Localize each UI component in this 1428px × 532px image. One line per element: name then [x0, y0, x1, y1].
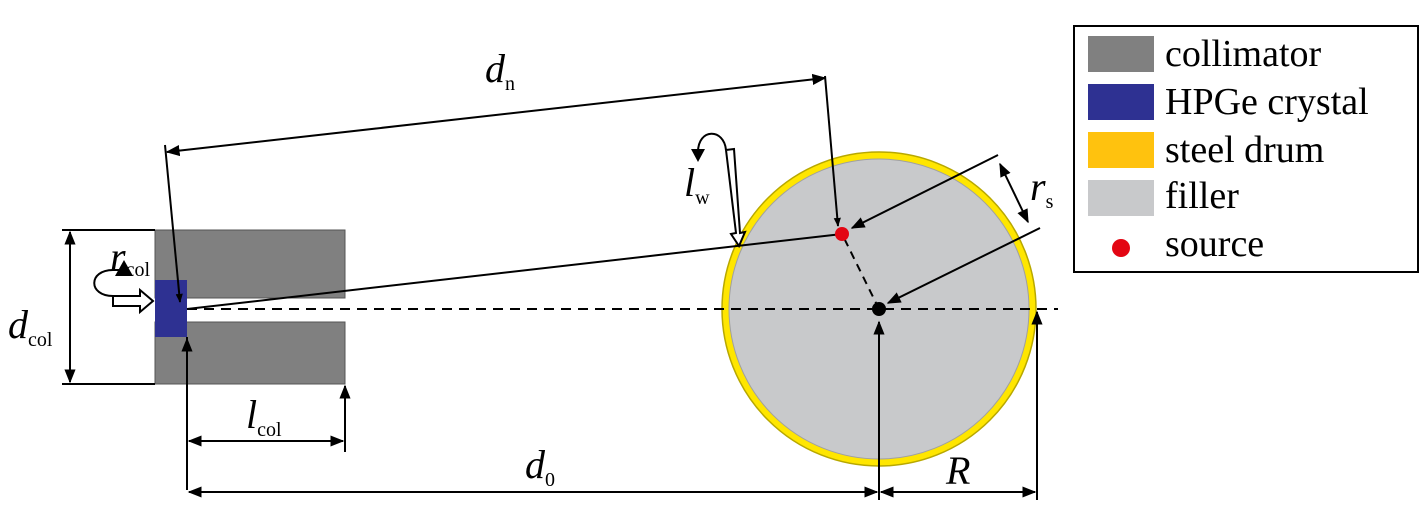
legend-label-collimator: collimator: [1165, 33, 1322, 75]
crystal-to-source-ray: [186, 233, 843, 310]
lw-arrowhead: [691, 149, 705, 162]
legend-label-steel-drum: steel drum: [1165, 129, 1324, 171]
rs-dimension-line: [999, 162, 1029, 224]
rs-ext-bottom: [886, 227, 1041, 304]
legend-swatch-source: [1112, 239, 1130, 257]
rcol-hollow-arrow: [112, 287, 155, 315]
label-dcol: dcol: [8, 302, 53, 351]
legend-item-steel-drum: steel drum: [1088, 129, 1324, 171]
label-lcol: lcol: [246, 392, 282, 441]
lw-curved-arrow: [697, 132, 727, 153]
label-lw: lw: [684, 160, 710, 209]
hpge-crystal: [155, 280, 187, 337]
legend-swatch-hpge-crystal: [1088, 84, 1154, 120]
source-dot: [835, 227, 849, 241]
legend: collimator HPGe crystal steel drum fille…: [1073, 25, 1419, 273]
dn-extension-left: [164, 144, 183, 303]
legend-label-hpge-crystal: HPGe crystal: [1165, 81, 1369, 123]
dn-dimension-line: [165, 73, 827, 157]
legend-item-collimator: collimator: [1088, 33, 1322, 75]
rcol-arrowhead: [115, 260, 133, 276]
legend-item-filler: filler: [1088, 175, 1239, 217]
label-r: R: [945, 448, 970, 493]
rs-ext-top: [850, 154, 999, 229]
legend-swatch-steel-drum: [1088, 132, 1154, 168]
legend-label-filler: filler: [1165, 175, 1239, 217]
label-d0: d0: [525, 442, 555, 491]
legend-label-source: source: [1165, 223, 1264, 265]
dn-extension-right: [824, 75, 841, 227]
label-dn: dn: [485, 46, 515, 95]
legend-item-source: source: [1112, 223, 1264, 265]
drum-center-dot: [872, 302, 886, 316]
rcol-curved-arrow: [93, 269, 123, 297]
legend-item-hpge-crystal: HPGe crystal: [1088, 81, 1369, 123]
legend-swatch-filler: [1088, 180, 1154, 216]
lw-hollow-arrow: [724, 147, 747, 249]
legend-swatch-collimator: [1088, 36, 1154, 72]
label-rcol: rcol: [110, 234, 150, 281]
label-rs: rs: [1030, 164, 1054, 213]
